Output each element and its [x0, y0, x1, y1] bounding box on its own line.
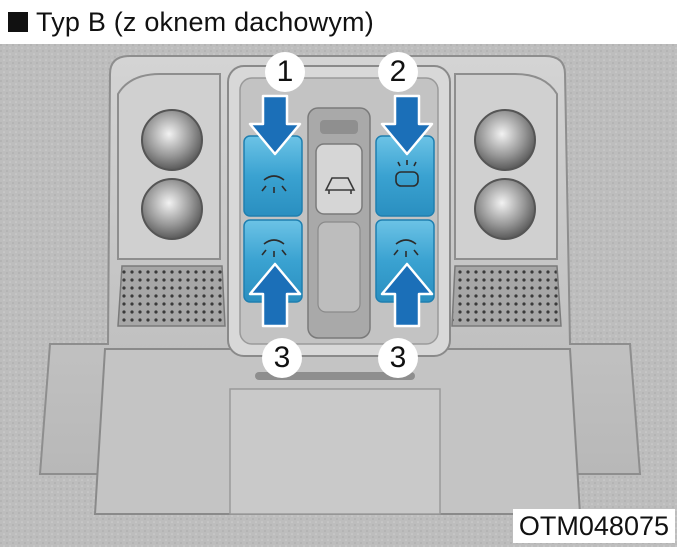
- right-knob-upper: [474, 109, 536, 171]
- arrow-down-right: [380, 94, 434, 156]
- caption-bar: Typ B (z oknem dachowym): [0, 0, 677, 44]
- arrow-up-right: [380, 262, 434, 328]
- map-lamp-icon: [261, 175, 419, 257]
- storage-handle: [255, 372, 415, 380]
- left-knob-lower: [141, 178, 203, 240]
- square-bullet-icon: [8, 12, 28, 32]
- arrow-up-left: [248, 262, 302, 328]
- overhead-console-illustration: 1 2 3 3: [0, 44, 677, 547]
- caption-text: Typ B (z oknem dachowym): [36, 6, 374, 37]
- arrow-down-left: [248, 94, 302, 156]
- room-lamp-icon: [395, 160, 419, 187]
- left-knob-upper: [141, 109, 203, 171]
- callout-1: 1: [265, 52, 305, 92]
- callout-3-left: 3: [262, 338, 302, 378]
- figure-code: OTM048075: [512, 509, 675, 543]
- callout-3-right: 3: [378, 338, 418, 378]
- callout-2: 2: [378, 52, 418, 92]
- right-speaker-grille: [451, 265, 562, 327]
- left-speaker-grille: [117, 265, 226, 327]
- right-knob-lower: [474, 178, 536, 240]
- sunroof-car-icon: [324, 177, 356, 194]
- sunroof-switch: [315, 143, 363, 215]
